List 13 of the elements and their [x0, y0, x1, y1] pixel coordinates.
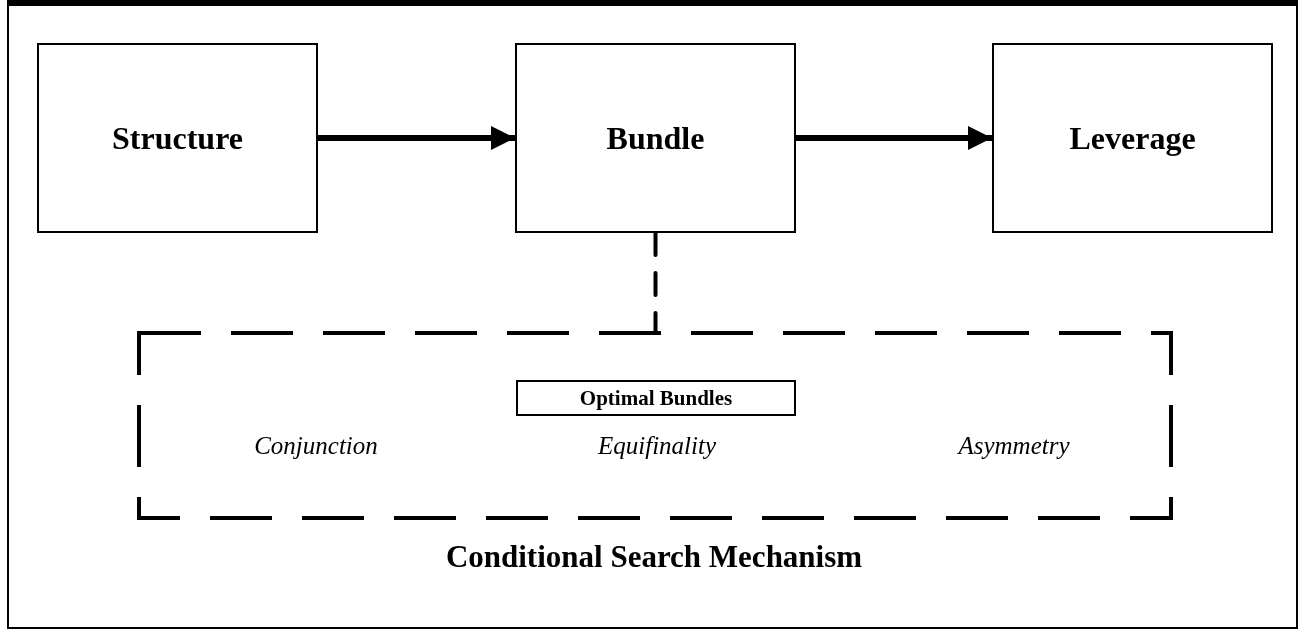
group-heading: Conditional Search Mechanism: [445, 539, 863, 575]
process-box: [515, 43, 796, 233]
box-label: Structure: [112, 119, 243, 157]
concept-label: Asymmetry: [958, 432, 1070, 460]
process-box: [516, 380, 796, 416]
process-box: [37, 43, 318, 233]
connector-line: [653, 231, 658, 333]
box-label: Leverage: [1069, 119, 1196, 157]
box-label: Optimal Bundles: [579, 385, 733, 411]
concept-label: Equifinality: [598, 432, 716, 460]
concept-label: Conjunction: [254, 432, 378, 460]
process-box: [992, 43, 1273, 233]
box-label: Bundle: [606, 119, 705, 157]
